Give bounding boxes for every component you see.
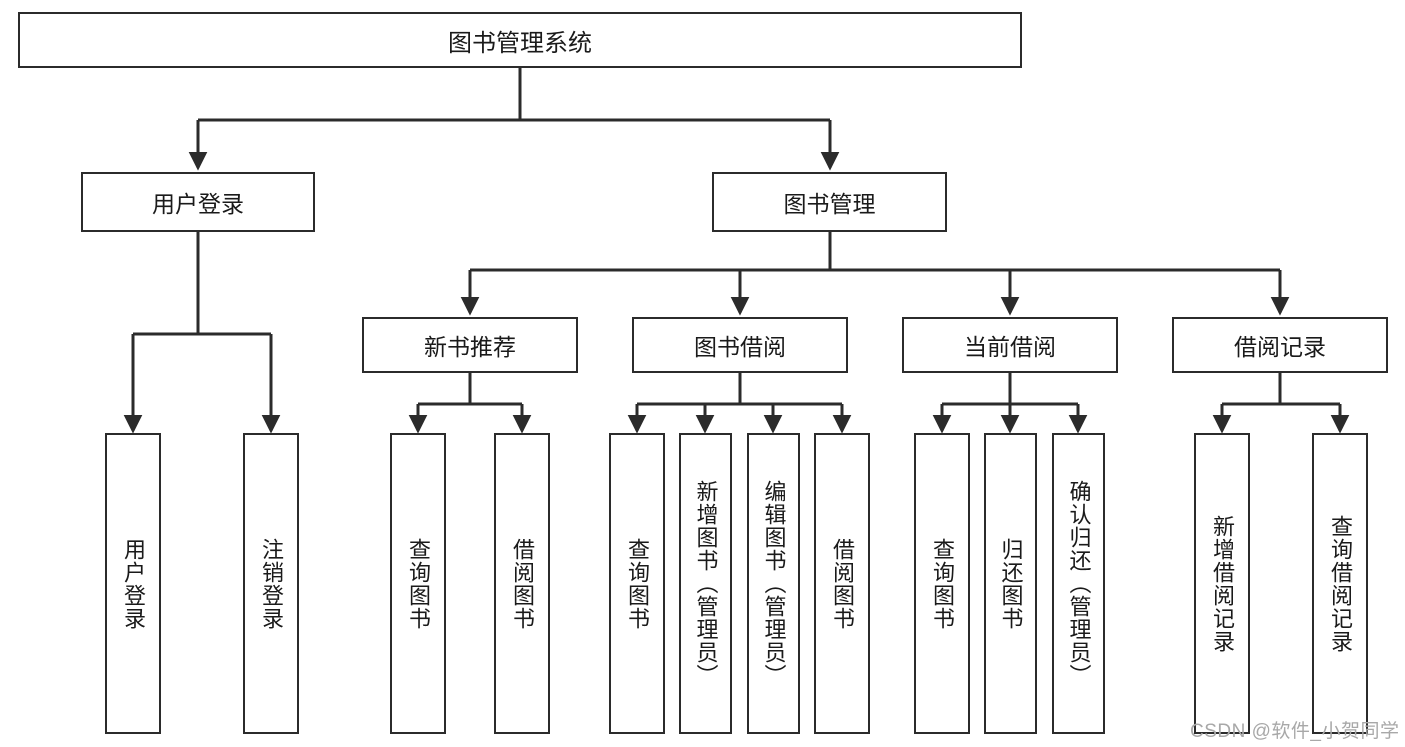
- node-leaf-edit-book-label: 编辑图书（管理员）: [761, 480, 787, 687]
- node-book-management-label: 图书管理: [783, 191, 876, 217]
- node-leaf-borrow-book-1[interactable]: 借阅图书: [494, 433, 550, 734]
- node-current-borrow[interactable]: 当前借阅: [902, 317, 1118, 373]
- node-leaf-edit-book[interactable]: 编辑图书（管理员）: [747, 433, 800, 734]
- node-leaf-add-book[interactable]: 新增图书（管理员）: [679, 433, 732, 734]
- node-book-borrow-label: 图书借阅: [694, 334, 786, 360]
- node-leaf-query-book-3-label: 查询图书: [929, 537, 955, 630]
- node-user-login[interactable]: 用户登录: [81, 172, 315, 232]
- node-leaf-add-book-label: 新增图书（管理员）: [693, 480, 719, 687]
- node-leaf-return-book-label: 归还图书: [998, 537, 1024, 630]
- node-leaf-confirm-return-label: 确认归还（管理员）: [1066, 480, 1092, 687]
- node-borrow-record[interactable]: 借阅记录: [1172, 317, 1388, 373]
- node-book-management[interactable]: 图书管理: [712, 172, 947, 232]
- node-root-label: 图书管理系统: [448, 29, 592, 57]
- node-leaf-query-record[interactable]: 查询借阅记录: [1312, 433, 1368, 734]
- node-new-book-recommend-label: 新书推荐: [424, 334, 516, 360]
- node-user-login-label: 用户登录: [152, 191, 244, 217]
- node-current-borrow-label: 当前借阅: [964, 334, 1056, 360]
- node-leaf-confirm-return[interactable]: 确认归还（管理员）: [1052, 433, 1105, 734]
- node-leaf-query-book-2[interactable]: 查询图书: [609, 433, 665, 734]
- csdn-watermark: CSDN @软件_小贺同学: [1190, 721, 1400, 742]
- node-leaf-return-book[interactable]: 归还图书: [984, 433, 1037, 734]
- node-leaf-query-record-label: 查询借阅记录: [1327, 514, 1353, 653]
- node-leaf-query-book-2-label: 查询图书: [624, 537, 650, 630]
- node-leaf-borrow-book-1-label: 借阅图书: [509, 537, 535, 630]
- node-leaf-borrow-book-2-label: 借阅图书: [829, 537, 855, 630]
- node-leaf-add-record[interactable]: 新增借阅记录: [1194, 433, 1250, 734]
- node-leaf-query-book-1-label: 查询图书: [405, 537, 431, 630]
- node-leaf-borrow-book-2[interactable]: 借阅图书: [814, 433, 870, 734]
- node-leaf-user-login-label: 用户登录: [120, 537, 146, 630]
- node-borrow-record-label: 借阅记录: [1234, 334, 1326, 360]
- node-leaf-logout[interactable]: 注销登录: [243, 433, 299, 734]
- node-root-book-management-system[interactable]: 图书管理系统: [18, 12, 1022, 68]
- node-leaf-logout-label: 注销登录: [258, 537, 284, 630]
- node-book-borrow[interactable]: 图书借阅: [632, 317, 848, 373]
- node-new-book-recommend[interactable]: 新书推荐: [362, 317, 578, 373]
- node-leaf-query-book-3[interactable]: 查询图书: [914, 433, 970, 734]
- node-leaf-query-book-1[interactable]: 查询图书: [390, 433, 446, 734]
- node-leaf-user-login[interactable]: 用户登录: [105, 433, 161, 734]
- node-leaf-add-record-label: 新增借阅记录: [1209, 514, 1235, 653]
